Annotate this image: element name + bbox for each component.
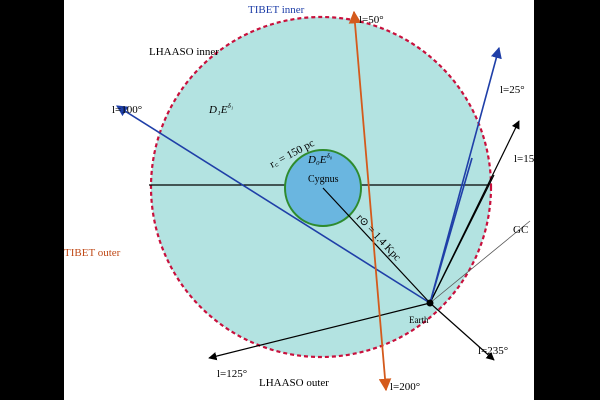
label-l50: l=50° — [359, 14, 384, 26]
diagram-canvas: TIBET inner l=50° LHAASO inner l=25° l=1… — [64, 0, 534, 400]
line-l15-secondary — [429, 174, 495, 304]
label-l125: l=125° — [217, 368, 247, 380]
label-l235: l=235° — [478, 345, 508, 357]
diagram-svg: TIBET inner l=50° LHAASO inner l=25° l=1… — [64, 4, 534, 393]
label-cygnus: Cygnus — [308, 174, 339, 185]
label-tibet-outer: TIBET outer — [64, 247, 121, 259]
label-lhaaso-inner: LHAASO inner — [149, 46, 219, 58]
label-l15: l=15° — [514, 153, 534, 165]
label-gc: GC — [513, 224, 528, 236]
label-d0: D₀Eδ₀ — [307, 152, 333, 166]
label-l200: l=200° — [390, 381, 420, 393]
earth-marker — [426, 299, 434, 307]
line-l25-secondary — [429, 157, 473, 304]
line-l235 — [429, 302, 495, 361]
label-earth: Earth — [409, 315, 429, 325]
line-gc — [429, 220, 531, 304]
label-tibet-inner: TIBET inner — [248, 4, 305, 16]
label-d1: D₁Eδ₁ — [208, 102, 233, 116]
line-l125 — [208, 302, 431, 361]
label-l25: l=25° — [500, 84, 525, 96]
label-lhaaso-outer: LHAASO outer — [259, 377, 329, 389]
line-l50-l200 — [348, 10, 392, 392]
label-l100: l=100° — [112, 104, 142, 116]
